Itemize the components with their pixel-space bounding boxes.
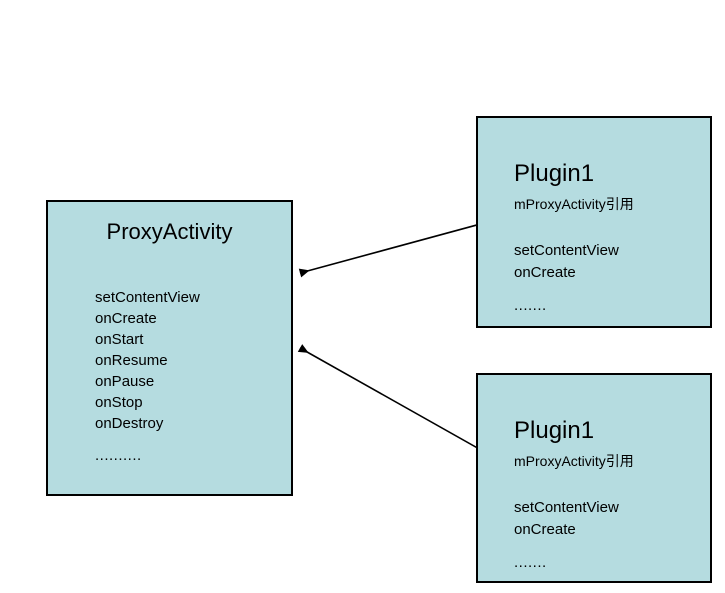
proxy-activity-title: ProxyActivity (106, 219, 233, 244)
method-item: onStart (95, 331, 144, 348)
method-item: onDestroy (95, 415, 164, 432)
plugin1-title-top: Plugin1 (514, 160, 595, 187)
method-item: onStop (95, 394, 143, 411)
method-item: onPause (95, 373, 155, 390)
plugin1-box-bottom: Plugin1 mProxyActivity引用 setContentView … (476, 373, 712, 583)
method-item: onResume (95, 352, 168, 369)
plugin1-title-bottom: Plugin1 (514, 417, 595, 444)
method-item: setContentView (95, 289, 200, 306)
plugin1-box-top: Plugin1 mProxyActivity引用 setContentView … (476, 116, 712, 328)
proxy-activity-box: ProxyActivity setContentView onCreate on… (46, 200, 293, 496)
method-item: onCreate (95, 310, 157, 327)
plugin1-method-ellipsis-top: ....... (514, 297, 547, 314)
method-item: setContentView (514, 242, 619, 259)
method-item: setContentView (514, 499, 619, 516)
method-item: onCreate (514, 264, 576, 281)
proxy-method-ellipsis: .......... (95, 447, 142, 464)
proxy-activity-method-list: setContentView onCreate onStart onResume… (95, 287, 200, 466)
plugin1-method-list-top: setContentView onCreate ....... (514, 240, 619, 317)
plugin1-reference-bottom: mProxyActivity引用 (514, 453, 634, 469)
plugin1-reference-top: mProxyActivity引用 (514, 196, 634, 212)
method-item: onCreate (514, 521, 576, 538)
plugin1-method-ellipsis-bottom: ....... (514, 554, 547, 571)
plugin1-method-list-bottom: setContentView onCreate ....... (514, 497, 619, 574)
